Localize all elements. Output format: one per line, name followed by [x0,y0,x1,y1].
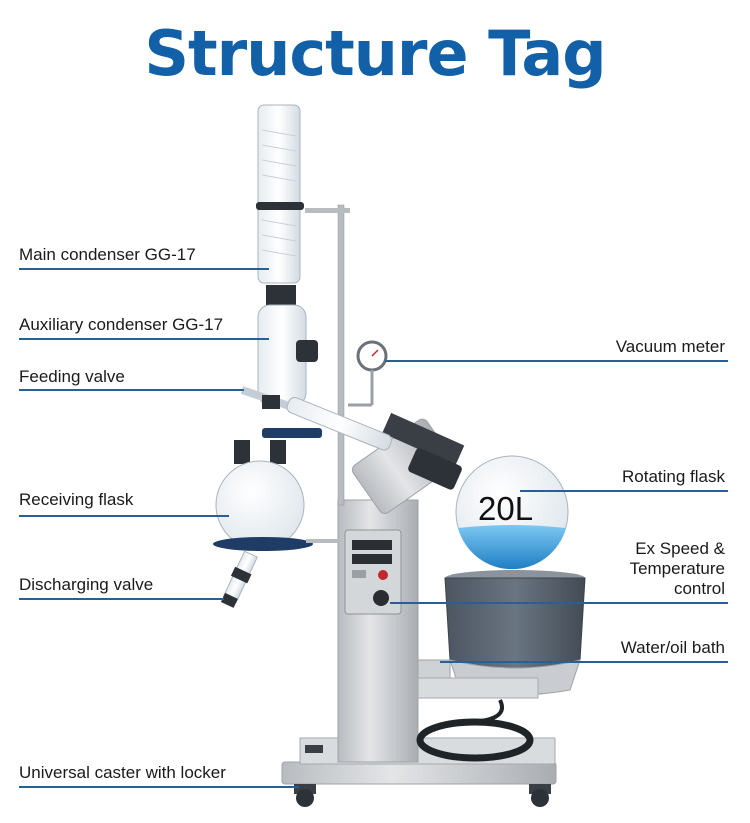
caster-wheels [294,745,551,807]
label-feeding-valve: Feeding valve [19,367,125,386]
page-title: Structure Tag [144,17,606,90]
leader-main-condenser [19,268,269,270]
label-rotating-flask: Rotating flask [622,467,725,486]
leader-vacuum-meter [385,360,728,362]
leader-rotating-flask [520,490,728,492]
leader-water-oil-bath [440,661,728,663]
leader-receiving-flask [19,515,229,517]
flask-volume-label: 20L [478,490,534,527]
label-universal-caster: Universal caster with locker [19,763,226,782]
leader-auxiliary-condenser [19,338,269,340]
label-speed-control-line1: Ex Speed & [635,539,725,558]
label-speed-temperature-control: Ex Speed & Temperature control [630,539,725,599]
label-receiving-flask: Receiving flask [19,490,134,509]
label-speed-control-line3: control [673,579,725,598]
main-condenser [257,104,301,284]
label-main-condenser: Main condenser GG-17 [19,245,196,264]
water-oil-bath [444,577,586,669]
label-speed-control-line2: Temperature [629,559,725,578]
label-water-oil-bath: Water/oil bath [620,638,725,657]
support-rod [337,204,345,506]
label-vacuum-meter: Vacuum meter [615,337,725,356]
leader-universal-caster [19,786,299,788]
leader-feeding-valve [19,389,244,391]
label-discharging-valve: Discharging valve [19,575,154,594]
receiving-flask [215,460,305,550]
label-auxiliary-condenser: Auxiliary condenser GG-17 [19,315,224,334]
leader-discharging-valve [19,598,224,600]
base-plate [281,761,557,785]
flask-liquid [458,525,566,570]
leader-speed-control [390,602,728,604]
